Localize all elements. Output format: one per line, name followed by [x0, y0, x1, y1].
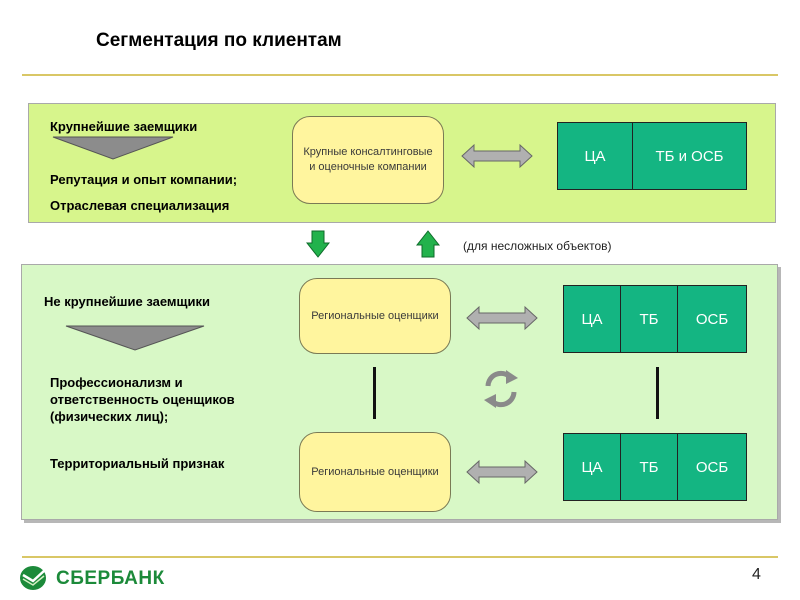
up-arrow-icon [416, 230, 440, 258]
top-segments: ЦА ТБ и ОСБ [557, 122, 747, 190]
bottom-segments-1: ЦА ТБ ОСБ [563, 285, 747, 353]
bottom-funnel-triangle [65, 325, 205, 351]
top-double-arrow-icon [461, 143, 533, 169]
simple-objects-note: (для несложных объектов) [463, 239, 612, 253]
bottom-provider-oval-2: Региональные оценщики [299, 432, 451, 512]
bottom-criterion-1: Профессионализм и ответственность оценщи… [50, 375, 235, 424]
down-arrow-icon [306, 230, 330, 258]
top-funnel-triangle [52, 136, 174, 160]
segment-box: ТБ [621, 433, 678, 501]
footer-divider [22, 556, 778, 558]
bottom-criterion-2: Территориальный признак [50, 456, 225, 471]
cycle-icon [484, 370, 518, 408]
top-provider-oval: Крупные консалтинговые и оценочные компа… [292, 116, 444, 204]
bottom-provider-oval-1: Региональные оценщики [299, 278, 451, 354]
segment-box: ЦА [563, 285, 621, 353]
right-vertical-connector [656, 367, 659, 419]
page-title: Сегментация по клиентам [96, 30, 342, 51]
segment-box: ОСБ [678, 285, 747, 353]
bottom-provider-label-2: Региональные оценщики [311, 465, 439, 478]
segment-box: ЦА [557, 122, 633, 190]
bottom-segments-2: ЦА ТБ ОСБ [563, 433, 747, 501]
top-heading: Крупнейшие заемщики [50, 119, 198, 134]
title-divider [22, 74, 778, 76]
bottom-double-arrow-icon-1 [466, 305, 538, 331]
page-number: 4 [752, 566, 761, 583]
sberbank-logo-icon [20, 566, 46, 590]
top-criterion-1: Репутация и опыт компании; [50, 172, 238, 187]
segment-box: ЦА [563, 433, 621, 501]
bottom-provider-label-1: Региональные оценщики [311, 309, 439, 322]
top-criterion-2: Отраслевая специализация [50, 198, 230, 213]
bottom-double-arrow-icon-2 [466, 459, 538, 485]
left-vertical-connector [373, 367, 376, 419]
top-provider-label: Крупные консалтинговые и оценочные компа… [303, 146, 433, 173]
brand-name: СБЕРБАНК [56, 568, 165, 589]
segment-box: ОСБ [678, 433, 747, 501]
segment-box: ТБ и ОСБ [633, 122, 747, 190]
bottom-heading: Не крупнейшие заемщики [44, 294, 210, 309]
segment-box: ТБ [621, 285, 678, 353]
